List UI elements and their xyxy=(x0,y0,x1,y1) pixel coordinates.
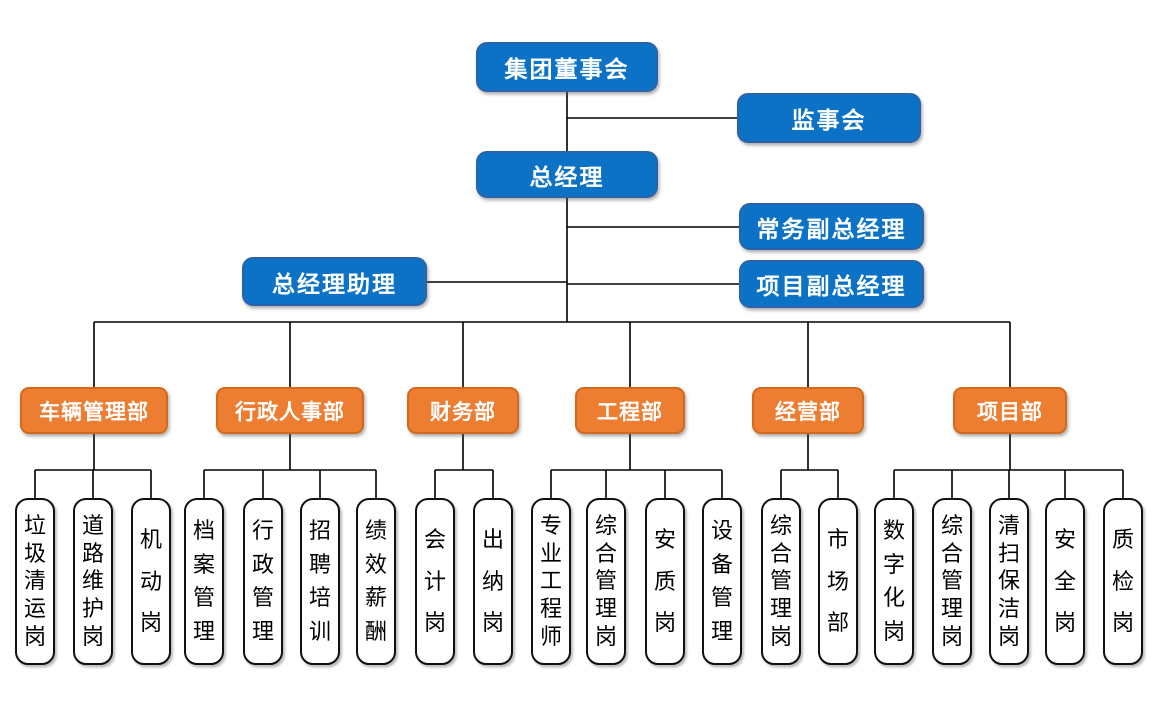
node-label: 行政人事部 xyxy=(235,400,345,424)
node-pos-professional-engineer[interactable]: 专业工程师 xyxy=(531,498,571,665)
node-label: 集团董事会 xyxy=(504,56,630,82)
node-pos-accountant[interactable]: 会计岗 xyxy=(415,498,455,665)
node-gm-assistant[interactable]: 总经理助理 xyxy=(242,257,427,306)
node-project-deputy-gm[interactable]: 项目副总经理 xyxy=(739,260,924,308)
node-group-board[interactable]: 集团董事会 xyxy=(476,42,658,92)
node-dept-project[interactable]: 项目部 xyxy=(953,387,1067,434)
node-dept-operations[interactable]: 经营部 xyxy=(752,387,864,434)
node-label: 总经理 xyxy=(529,163,605,190)
node-general-manager[interactable]: 总经理 xyxy=(476,151,658,198)
node-dept-engineering[interactable]: 工程部 xyxy=(575,387,685,434)
node-pos-road-maintenance[interactable]: 道路维护岗 xyxy=(73,498,113,665)
node-label: 常务副总经理 xyxy=(756,215,907,242)
node-pos-cleaning[interactable]: 清扫保洁岗 xyxy=(989,498,1029,665)
node-pos-recruit-training[interactable]: 招聘培训 xyxy=(300,498,340,665)
node-label: 财务部 xyxy=(430,400,496,424)
node-pos-general-management-eng[interactable]: 综合管理岗 xyxy=(586,498,626,665)
node-executive-deputy-gm[interactable]: 常务副总经理 xyxy=(739,203,924,250)
node-pos-general-management-ops[interactable]: 综合管理岗 xyxy=(761,498,801,665)
node-pos-performance-pay[interactable]: 绩效薪酬 xyxy=(356,498,396,665)
node-supervisory-board[interactable]: 监事会 xyxy=(737,93,921,143)
node-label: 总经理助理 xyxy=(272,270,397,297)
node-pos-safety[interactable]: 安全岗 xyxy=(1045,498,1085,665)
node-pos-garbage-removal[interactable]: 垃圾清运岗 xyxy=(15,498,55,665)
node-pos-safety-quality[interactable]: 安质岗 xyxy=(645,498,685,665)
node-label: 工程部 xyxy=(597,400,663,424)
node-dept-vehicle-management[interactable]: 车辆管理部 xyxy=(20,387,168,434)
node-pos-digitalization[interactable]: 数字化岗 xyxy=(874,498,914,665)
node-label: 监事会 xyxy=(791,107,867,133)
node-pos-market[interactable]: 市场部 xyxy=(818,498,858,665)
node-dept-admin-hr[interactable]: 行政人事部 xyxy=(216,387,364,434)
node-pos-mobile-duty[interactable]: 机动岗 xyxy=(131,498,171,665)
node-pos-quality-inspection[interactable]: 质检岗 xyxy=(1103,498,1143,665)
node-label: 车辆管理部 xyxy=(39,400,149,424)
node-dept-finance[interactable]: 财务部 xyxy=(407,387,519,434)
node-label: 项目副总经理 xyxy=(756,273,907,299)
node-pos-cashier[interactable]: 出纳岗 xyxy=(473,498,513,665)
node-pos-admin-management[interactable]: 行政管理 xyxy=(243,498,283,665)
node-label: 经营部 xyxy=(775,400,841,424)
node-pos-equipment-management[interactable]: 设备管理 xyxy=(702,498,742,665)
node-label: 项目部 xyxy=(977,400,1043,424)
node-pos-archives-management[interactable]: 档案管理 xyxy=(184,498,224,665)
node-pos-general-management-proj[interactable]: 综合管理岗 xyxy=(932,498,972,665)
